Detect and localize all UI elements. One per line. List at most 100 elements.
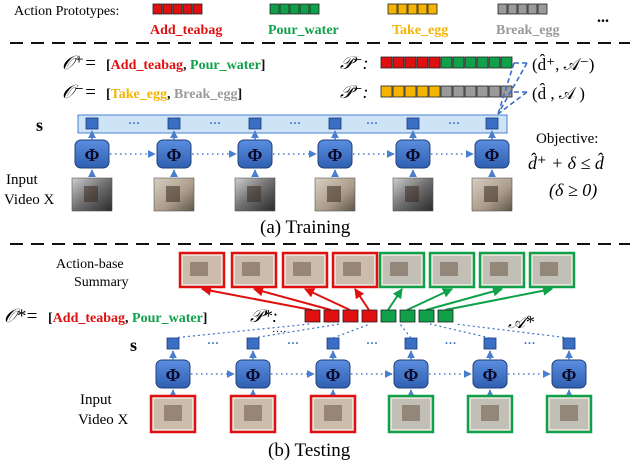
- input-label-testing-2: Video X: [78, 412, 129, 428]
- summary-arrow: [425, 286, 503, 311]
- bracket-item: Pour_water: [190, 58, 261, 73]
- bracket-comma: ,: [125, 311, 132, 326]
- p-minus-bar-1: [380, 56, 513, 69]
- bracket-item: Add_teabag: [53, 311, 125, 326]
- prototype-cell: [407, 3, 418, 15]
- prototype-cell: [527, 3, 538, 15]
- bar-cell: [416, 85, 429, 98]
- prototype-cell: [427, 3, 438, 15]
- s-to-p-link: [399, 323, 412, 339]
- p-minus-label-2: 𝒫⁻:: [340, 82, 368, 102]
- summary-arrow: [201, 285, 313, 311]
- phi-symbol: Φ: [166, 365, 181, 385]
- summary-frame-figure: [540, 262, 558, 276]
- bracket-comma: ,: [183, 58, 190, 73]
- prototype-cell: [162, 3, 173, 15]
- phi-symbol: Φ: [404, 365, 419, 385]
- s-dots: ···: [366, 336, 378, 350]
- bar-cell: [476, 56, 489, 69]
- summary-frames: [178, 251, 576, 289]
- bar-cell: [476, 85, 489, 98]
- summary-label-2: Summary: [74, 275, 128, 290]
- bar-cell: [452, 85, 465, 98]
- bar-cell: [304, 309, 321, 323]
- prototype-cell: [152, 3, 163, 15]
- bracket-open: [: [48, 311, 53, 326]
- summary-arrow: [406, 288, 453, 311]
- prototype-name: Pour_water: [268, 23, 339, 38]
- prototype-cell: [537, 3, 548, 15]
- objective-condition: (δ ≥ 0): [549, 180, 597, 201]
- s-dots: ···: [445, 336, 457, 350]
- header-ellipsis: ...: [597, 9, 609, 26]
- bar-cell: [416, 56, 429, 69]
- s-dots: ···: [524, 336, 536, 350]
- prototype-cell: [417, 3, 428, 15]
- prototype-name: Break_egg: [496, 23, 560, 38]
- objective-equation: d̂⁺ + δ ≤ d̂: [528, 152, 605, 173]
- o-minus-row: 𝒪⁻= [Take_egg, Break_egg]: [62, 82, 242, 103]
- summary-frame-figure: [343, 262, 361, 276]
- bracket-list: [Add_teabag, Pour_water]: [106, 58, 265, 73]
- summary-arrow: [304, 288, 351, 311]
- prototype-name: Take_egg: [392, 23, 448, 38]
- bracket-close: ]: [203, 311, 208, 326]
- frame-figure: [84, 186, 98, 202]
- o-plus-row: 𝒪⁺= [Add_teabag, Pour_water]: [62, 53, 265, 74]
- frame-figure: [405, 186, 419, 202]
- s-dots: ···: [207, 336, 219, 350]
- bracket-open: [: [106, 58, 111, 73]
- p-star-label: 𝒫*:: [250, 306, 278, 326]
- bar-cell: [428, 56, 441, 69]
- s-dots: ···: [128, 116, 140, 130]
- phi-symbol: Φ: [248, 145, 263, 165]
- prototype-cell: [517, 3, 528, 15]
- prototype-cell: [192, 3, 203, 15]
- frame-figure: [166, 186, 180, 202]
- summary-frame-figure: [440, 262, 458, 276]
- bar-cell: [404, 56, 417, 69]
- s-node: [483, 337, 497, 350]
- bar-cell: [500, 56, 513, 69]
- bar-cell: [342, 309, 359, 323]
- bar-cell: [428, 85, 441, 98]
- video-frame-figure: [244, 405, 262, 421]
- caption-testing: (b) Testing: [268, 440, 351, 461]
- prototype-cell: [309, 3, 320, 15]
- tuple-2: (d̂ , 𝒜 ): [532, 83, 585, 103]
- s-band: [77, 114, 508, 134]
- summary-frame-figure: [490, 262, 508, 276]
- p-star-bar: ····: [272, 309, 454, 338]
- summary-arrow: [444, 285, 553, 311]
- bar-cell: [404, 85, 417, 98]
- bar-cell: [418, 309, 435, 323]
- bracket-list: [Add_teabag, Pour_water]: [48, 311, 207, 326]
- input-label-training-2: Video X: [4, 192, 55, 208]
- s-dots: ···: [289, 116, 301, 130]
- s-node: [166, 337, 180, 350]
- video-frame-figure: [164, 405, 182, 421]
- phi-symbol: Φ: [167, 145, 182, 165]
- o-star-row: 𝒪*= [Add_teabag, Pour_water]: [4, 306, 207, 327]
- bar-cell: [440, 85, 453, 98]
- s-node: [562, 337, 576, 350]
- input-label-training-1: Input: [6, 172, 38, 188]
- bar-cell: [380, 56, 393, 69]
- phi-symbol: Φ: [328, 145, 343, 165]
- bracket-item: Add_teabag: [111, 58, 183, 73]
- prototype-bars: [152, 3, 548, 15]
- o-minus-symbol: 𝒪⁻=: [62, 82, 97, 103]
- prototype-cell: [172, 3, 183, 15]
- testing-chain: Φ···Φ···Φ···Φ···Φ···Φ: [149, 323, 593, 434]
- s-dots: ···: [287, 336, 299, 350]
- tuple-link-2: [497, 62, 528, 115]
- phi-symbol: Φ: [483, 365, 498, 385]
- phi-symbol: Φ: [485, 145, 500, 165]
- bar-cell: [488, 56, 501, 69]
- input-label-testing-1: Input: [80, 392, 112, 408]
- phi-symbol: Φ: [406, 145, 421, 165]
- prototype-cell: [387, 3, 398, 15]
- bar-cell: [464, 85, 477, 98]
